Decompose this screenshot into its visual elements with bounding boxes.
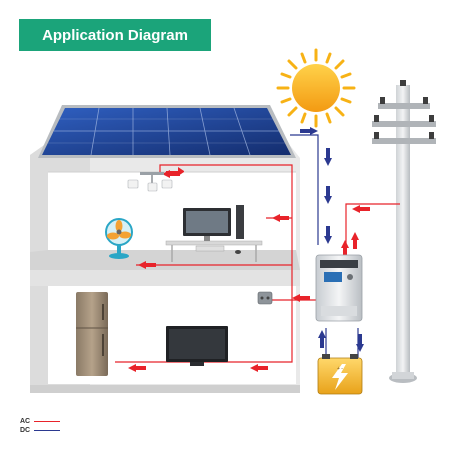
legend: AC DC [20,418,80,438]
diagram-title: Application Diagram [42,26,188,44]
lamp [127,172,173,192]
legend-label-ac: AC [20,418,31,425]
junction-box [257,291,273,305]
flow-arrows [128,127,370,372]
legend-swatch-ac [34,421,60,422]
inverter [315,254,363,322]
sun-icon [276,48,356,128]
legend-label-dc: DC [20,427,31,434]
ac-arrows [128,167,370,372]
battery-terminals-label: + - [337,366,343,372]
legend-item-dc: DC [20,427,60,434]
solar-panel [38,105,296,158]
utility-pole [372,80,436,383]
fan [105,218,133,259]
title-banner: Application Diagram [19,19,211,51]
refrigerator [76,292,108,376]
television [166,326,228,366]
legend-swatch-dc [34,430,60,431]
legend-item-ac: AC [20,418,60,425]
battery: + - [317,354,363,395]
desktop-computer [165,205,263,262]
dc-arrows [300,127,364,352]
